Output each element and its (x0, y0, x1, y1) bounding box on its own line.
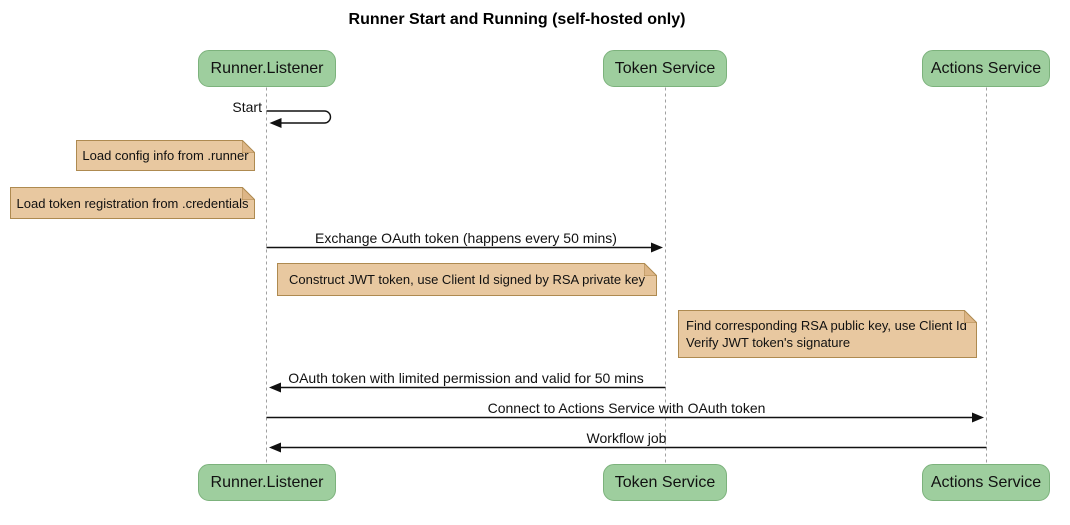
message-label-connect-actions-service: Connect to Actions Service with OAuth to… (487, 400, 766, 416)
note-text: Construct JWT token, use Client Id signe… (289, 272, 645, 287)
note-fold-icon (964, 310, 977, 323)
note-text: Load token registration from .credential… (16, 195, 249, 211)
message-label-oauth-token-return: OAuth token with limited permission and … (288, 370, 644, 386)
actor-bottom-actions-service: Actions Service (922, 464, 1050, 501)
message-label-workflow-job: Workflow job (586, 430, 667, 446)
actor-bottom-token-service: Token Service (603, 464, 727, 501)
message-label-exchange-oauth-token: Exchange OAuth token (happens every 50 m… (315, 230, 617, 246)
note-fold-icon (242, 140, 255, 153)
note-load-config: Load config info from .runner (76, 140, 255, 171)
note-text: Find corresponding RSA public key, use C… (686, 318, 967, 333)
note-text: Verify JWT token's signature (686, 335, 851, 350)
note-fold-icon (242, 187, 255, 200)
diagram-title: Runner Start and Running (self-hosted on… (348, 11, 686, 28)
note-text: Load config info from .runner (82, 148, 249, 163)
message-label-start: Start (232, 99, 262, 115)
note-construct-jwt: Construct JWT token, use Client Id signe… (277, 263, 657, 296)
self-message-arrow-start (266, 110, 332, 128)
actor-top-runner-listener: Runner.Listener (198, 50, 336, 87)
note-load-token-registration: Load token registration from .credential… (10, 187, 255, 219)
note-verify-jwt: Find corresponding RSA public key, use C… (678, 310, 977, 358)
actor-top-token-service: Token Service (603, 50, 727, 87)
actor-top-actions-service: Actions Service (922, 50, 1050, 87)
note-fold-icon (644, 263, 657, 276)
actor-bottom-runner-listener: Runner.Listener (198, 464, 336, 501)
